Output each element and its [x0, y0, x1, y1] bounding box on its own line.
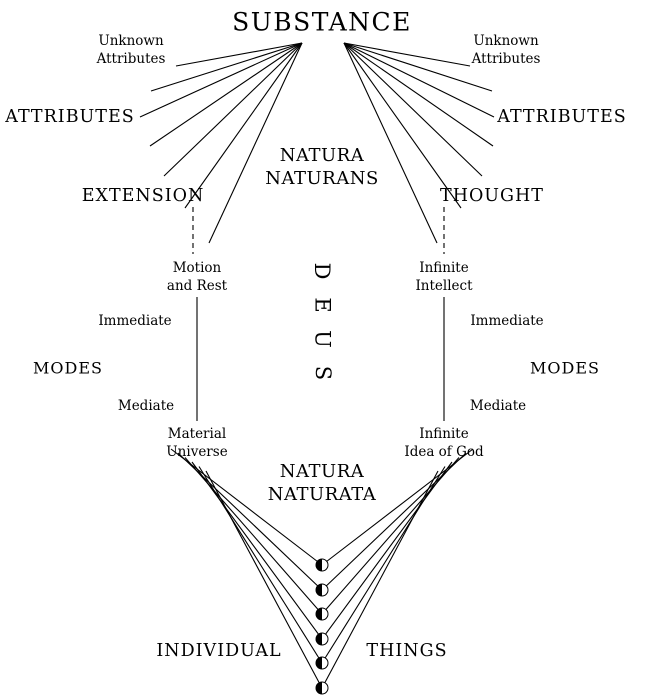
natura-naturata-label: NATURA NATURATA [267, 461, 377, 505]
left-attribute-fan-lines [139, 42, 303, 244]
infinite-idea-of-god-label: Infinite Idea of God [404, 426, 484, 460]
right-unknown-attributes-label: Unknown Attributes [471, 33, 541, 67]
substance-label: SUBSTANCE [232, 7, 412, 37]
motion-and-rest-label: Motion and Rest [166, 260, 228, 294]
left-immediate-label: Immediate [98, 313, 172, 329]
left-mediate-label: Mediate [117, 398, 175, 414]
right-immediate-label: Immediate [470, 313, 544, 329]
right-attribute-fan-lines [343, 42, 495, 244]
individual-thing-nodes [315, 558, 329, 695]
right-modes-label: MODES [530, 358, 600, 378]
left-modes-label: MODES [33, 358, 103, 378]
left-attributes-label: ATTRIBUTES [5, 107, 135, 127]
half-filled-circle-icon [315, 681, 329, 695]
left-unknown-attributes-label: Unknown Attributes [96, 33, 166, 67]
individual-label: INDIVIDUAL [156, 641, 282, 661]
right-convergence-lines [321, 448, 474, 689]
right-mediate-label: Mediate [469, 398, 527, 414]
things-label: THINGS [366, 641, 448, 661]
half-filled-circle-icon [315, 632, 329, 646]
half-filled-circle-icon [315, 656, 329, 670]
material-universe-label: Material Universe [166, 426, 228, 460]
deus-vertical-label: D E U S [310, 262, 335, 381]
left-convergence-lines [170, 448, 323, 689]
right-attributes-label: ATTRIBUTES [497, 107, 627, 127]
natura-naturans-label: NATURA NATURANS [265, 145, 379, 189]
half-filled-circle-icon [315, 607, 329, 621]
half-filled-circle-icon [315, 583, 329, 597]
half-filled-circle-icon [315, 558, 329, 572]
thought-label: THOUGHT [440, 186, 544, 206]
extension-label: EXTENSION [81, 186, 205, 206]
infinite-intellect-label: Infinite Intellect [415, 260, 473, 294]
